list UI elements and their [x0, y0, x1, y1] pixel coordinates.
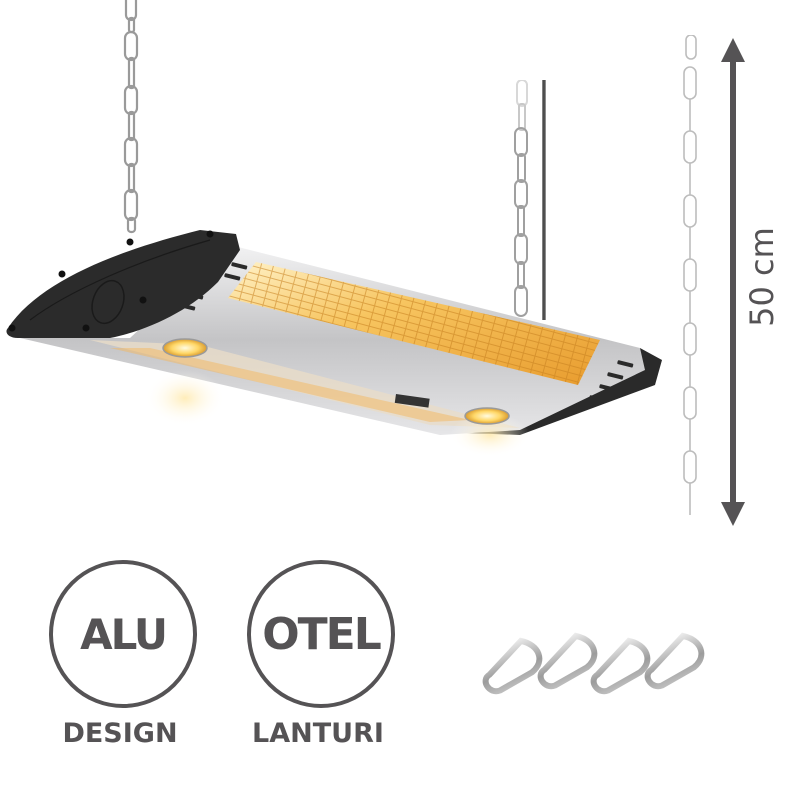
badge-otel-text: OTEL [262, 608, 382, 660]
double-arrow-icon [721, 38, 745, 526]
dimension-label: 50 cm [743, 227, 781, 327]
right-chain [514, 80, 528, 317]
hanging-rod [542, 80, 546, 320]
badge-otel-label: LANTURI [252, 718, 384, 749]
carabiners-image [482, 632, 705, 695]
badge-alu-label: DESIGN [62, 718, 178, 749]
badge-alu-text: ALU [80, 609, 168, 659]
left-chain [123, 0, 139, 234]
badge-alu-circle: ALU [49, 560, 197, 708]
carabiner-icon [537, 632, 598, 690]
dimension-chain [683, 35, 697, 515]
badge-otel-circle: OTEL [247, 560, 395, 708]
carabiner-icon [644, 632, 705, 690]
carabiner-icon [590, 637, 651, 695]
carabiner-icon [482, 637, 543, 695]
heater-image [6, 230, 662, 457]
